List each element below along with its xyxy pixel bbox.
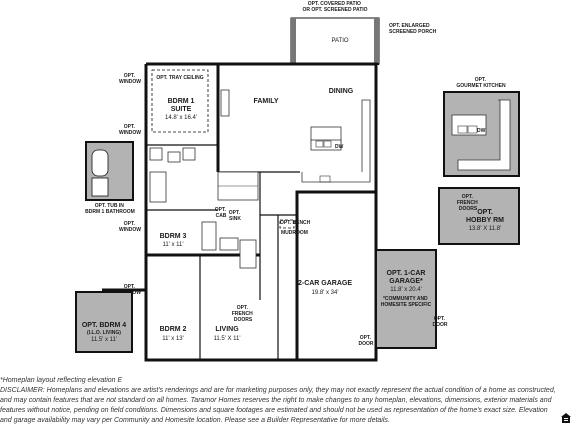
opt-bdrm4-name: OPT. BDRM 4: [82, 322, 126, 329]
disclaimer: DISCLAIMER: Homeplans and elevations are…: [0, 387, 556, 424]
gourmet-kitchen-inset: [443, 91, 520, 177]
hobby-name2: HOBBY RM: [466, 217, 504, 224]
opt-window-label-3: OPT. WINDOW: [119, 221, 141, 233]
opt-bench-outline: [279, 219, 295, 229]
opt-1car-note: *COMMUNITY AND HOMESITE SPECIFIC: [381, 296, 432, 308]
opt-hobby-room-inset: [438, 187, 520, 245]
opt-door-garage-label: OPT. DOOR: [359, 335, 374, 347]
dw-label: DW: [335, 144, 344, 150]
bdrm1-name2: SUITE: [171, 106, 192, 113]
opt-enlarged-porch-label: OPT. ENLARGED SCREENED PORCH: [389, 23, 437, 35]
bdrm2-dim: 11' x 13': [162, 336, 184, 342]
opt-1car-name2: GARAGE*: [389, 278, 423, 285]
garage-name: 2-CAR GARAGE: [298, 280, 352, 287]
dw2-label: DW: [477, 128, 486, 134]
opt-tub-inset: [85, 141, 134, 201]
layout-note: *Homeplan layout reflecting elevation E: [0, 377, 123, 384]
bdrm3-dim: 11' x 11': [162, 242, 183, 248]
opt-1car-dim: 11.8' x 20.4': [390, 287, 422, 293]
footer: *Homeplan layout reflecting elevation E …: [0, 376, 560, 426]
living-dim: 11.5' X 11': [213, 336, 240, 342]
opt-window-label-1: OPT. WINDOW: [119, 73, 141, 85]
opt-covered-patio-label: OPT. COVERED PATIO OR OPT. SCREENED PATI…: [302, 1, 367, 13]
gourmet-kitchen-label: OPT. GOURMET KITCHEN: [456, 77, 506, 89]
bdrm2-name: BDRM 2: [160, 326, 187, 333]
garage-dim: 19.8' x 34': [312, 290, 339, 296]
bdrm1-name: BDRM 1: [168, 98, 195, 105]
hobby-name: OPT.: [477, 209, 493, 216]
family-label: FAMILY: [253, 98, 278, 105]
opt-cab-label: OPT. CAB: [215, 207, 228, 219]
opt-window-label-2: OPT. WINDOW: [119, 124, 141, 136]
primary-bathroom: [149, 147, 259, 203]
dining-label: DINING: [329, 88, 354, 95]
opt-bdrm4-sub: (I.L.O. LIVING): [87, 330, 121, 336]
bdrm3-name: BDRM 3: [160, 233, 187, 240]
fireplace: [220, 89, 230, 117]
patio-label: PATIO: [331, 38, 348, 44]
opt-tray-ceiling-label: OPT. TRAY CEILING: [156, 75, 203, 81]
opt-sink-label: OPT. SINK: [229, 210, 242, 222]
kitchen: [301, 99, 371, 183]
opt-bench-label: OPT. BENCH: [280, 220, 311, 226]
tray-ceiling-outline: [151, 69, 209, 133]
opt-bdrm4-dim: 11.5' x 11': [91, 337, 117, 343]
opt-door-1car-label: OPT. DOOR: [433, 316, 448, 328]
equal-housing-opportunity-icon: [561, 413, 571, 423]
opt-1car-garage: [375, 249, 437, 349]
opt-tub-label: OPT. TUB IN BDRM 1 BATHROOM: [85, 203, 135, 215]
opt-french-label-2: OPT. FRENCH DOORS: [457, 194, 479, 212]
hobby-dim: 13.8' X 11.8': [469, 226, 502, 232]
bdrm1-dim: 14.8' x 16.4': [165, 115, 197, 121]
opt-french-label-1: OPT. FRENCH DOORS: [232, 305, 254, 323]
living-name: LIVING: [215, 326, 239, 333]
hall-bathroom: [201, 221, 257, 269]
mudroom-label: MUDROOM: [281, 230, 308, 236]
opt-bdrm4: [75, 291, 133, 353]
opt-1car-name: OPT. 1-CAR: [387, 270, 426, 277]
